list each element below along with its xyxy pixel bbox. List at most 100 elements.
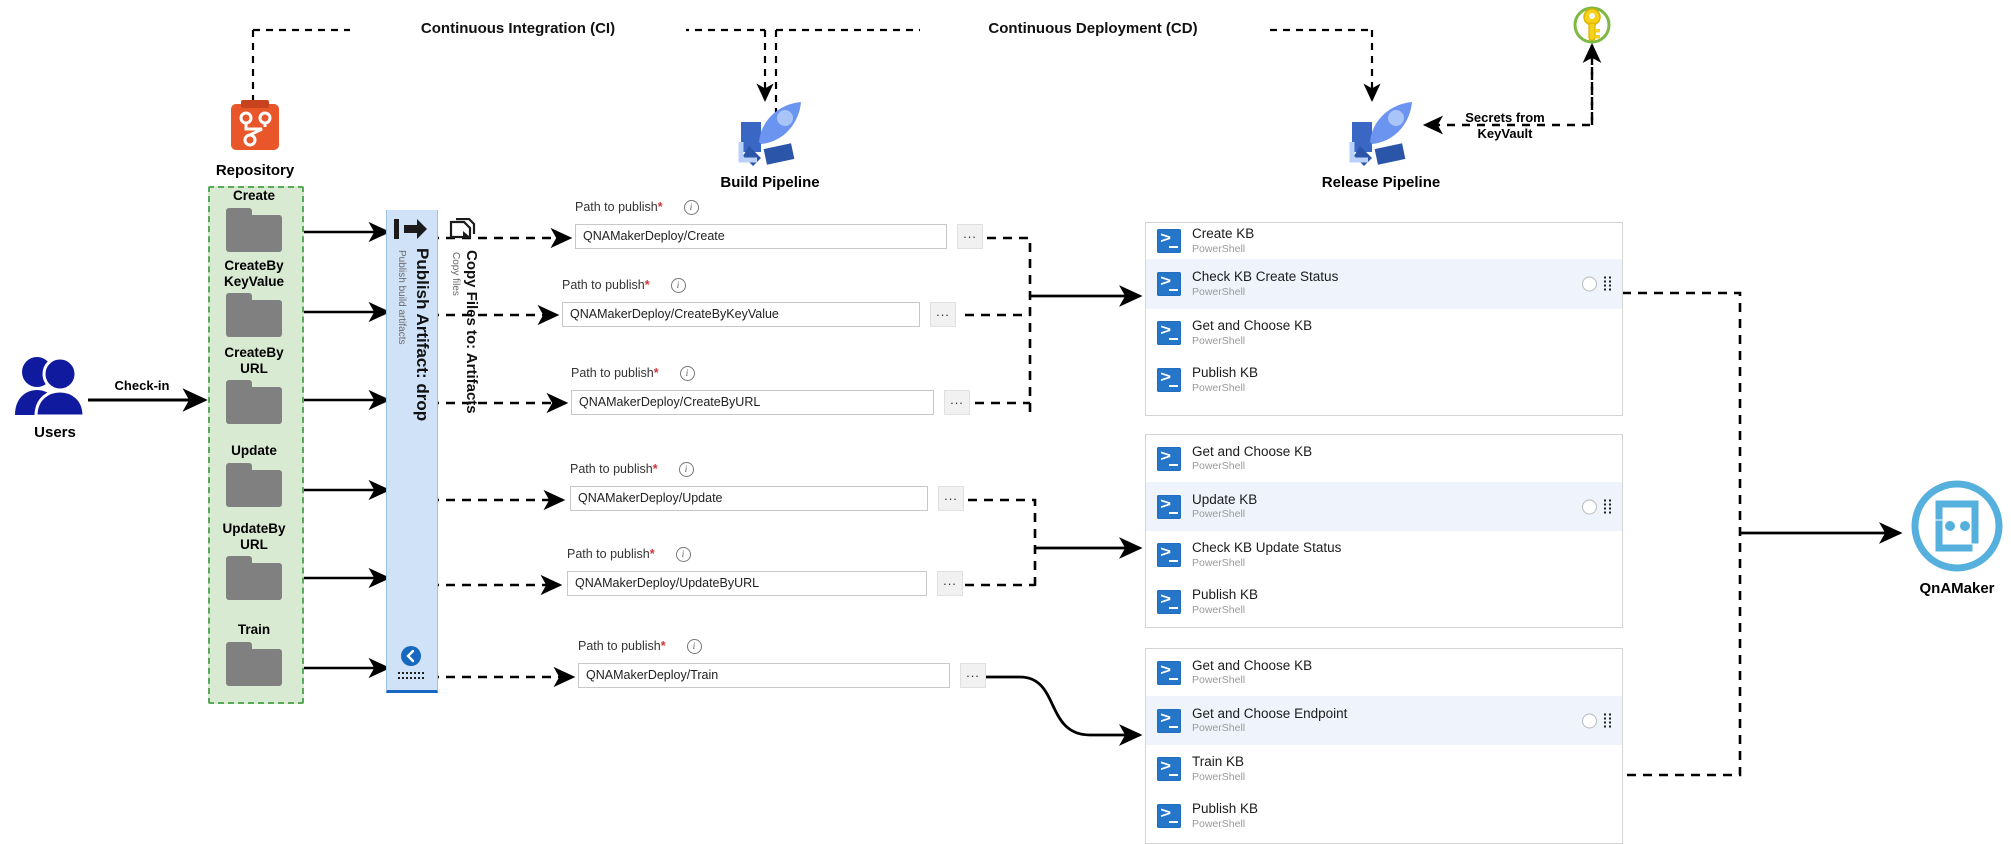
publish-artifact-title: Publish Artifact: drop (413, 248, 432, 422)
task-row[interactable]: Get and Choose KB PowerShell (1146, 649, 1622, 696)
task-drag-handle[interactable] (1604, 499, 1613, 514)
path-field-label: Path to publish* i (571, 366, 970, 382)
release-pipeline-node: Release Pipeline (1316, 96, 1446, 191)
browse-button[interactable]: ... (957, 224, 983, 250)
powershell-icon (1157, 804, 1181, 828)
phase-title-ci: Continuous Integration (CI) (350, 20, 686, 37)
browse-button[interactable]: ... (938, 486, 964, 512)
folder-icon (226, 556, 282, 601)
powershell-icon (1157, 757, 1181, 781)
task-title: Get and Choose KB (1192, 443, 1313, 459)
task-row[interactable]: Publish KB PowerShell (1146, 579, 1622, 625)
info-icon[interactable]: i (675, 547, 691, 563)
task-subtitle: PowerShell (1192, 556, 1246, 569)
task-subtitle: PowerShell (1192, 817, 1246, 830)
path-field-row: Path to publish* i QNAMakerDeploy/Create… (562, 278, 956, 328)
info-icon[interactable]: i (678, 462, 694, 478)
folder-item[interactable]: Update (208, 443, 300, 507)
publish-artifact-subtitle: Publish build artifacts (396, 250, 407, 345)
path-to-publish-input[interactable]: QNAMakerDeploy/CreateByURL (571, 390, 934, 416)
task-row[interactable]: Check KB Create Status PowerShell (1146, 259, 1622, 309)
release-pipeline-label: Release Pipeline (1321, 174, 1441, 191)
qnamaker-node: QnAMaker (1905, 478, 2009, 597)
key-icon (1573, 6, 1611, 44)
task-enabled-toggle[interactable] (1582, 499, 1597, 514)
browse-button[interactable]: ... (960, 663, 986, 689)
folder-label: Create (232, 188, 276, 203)
task-subtitle: PowerShell (1192, 770, 1246, 783)
repository-folder-group (208, 186, 304, 704)
task-row[interactable]: Check KB Update Status PowerShell (1146, 531, 1622, 579)
powershell-icon (1157, 543, 1181, 567)
task-title: Publish KB (1192, 587, 1259, 603)
release-task-group: Create KB PowerShell Check KB Create Sta… (1145, 222, 1623, 416)
browse-button[interactable]: ... (930, 302, 956, 328)
powershell-icon (1157, 590, 1181, 614)
task-drag-handle[interactable] (1604, 276, 1613, 292)
users-node: Users (5, 355, 105, 441)
path-field-row: Path to publish* i QNAMakerDeploy/Update… (570, 462, 964, 512)
powershell-icon (1157, 494, 1181, 519)
info-icon[interactable]: i (686, 639, 702, 655)
path-field-label: Path to publish* i (575, 200, 983, 216)
task-row[interactable]: Create KB PowerShell (1146, 223, 1622, 259)
path-to-publish-input[interactable]: QNAMakerDeploy/UpdateByURL (567, 571, 927, 597)
release-task-group: Get and Choose KB PowerShell Update KB P… (1145, 434, 1623, 628)
path-field-row: Path to publish* i QNAMakerDeploy/Update… (567, 547, 963, 597)
task-row[interactable]: Get and Choose KB PowerShell (1146, 309, 1622, 357)
copy-files-icon (449, 218, 476, 239)
path-to-publish-input[interactable]: QNAMakerDeploy/Create (575, 224, 947, 250)
folder-icon (226, 293, 282, 338)
task-drag-handle[interactable] (1604, 713, 1613, 728)
folder-item[interactable]: Create (208, 188, 300, 252)
info-icon[interactable]: i (679, 366, 695, 382)
path-field-label: Path to publish* i (570, 462, 964, 478)
task-row[interactable]: Get and Choose Endpoint PowerShell (1146, 696, 1622, 745)
copy-files-title: Copy Files to: Artifacts (463, 250, 480, 414)
path-to-publish-input[interactable]: QNAMakerDeploy/Train (578, 663, 950, 689)
path-field-label: Path to publish* i (567, 547, 963, 563)
info-icon[interactable]: i (683, 200, 699, 216)
task-enabled-toggle[interactable] (1582, 713, 1597, 728)
task-row[interactable]: Publish KB PowerShell (1146, 357, 1622, 403)
repository-node: Repository (215, 98, 295, 179)
task-row[interactable]: Train KB PowerShell (1146, 745, 1622, 793)
powershell-icon (1157, 708, 1181, 733)
folder-icon (226, 380, 282, 425)
task-title: Get and Choose KB (1192, 657, 1313, 673)
folder-item[interactable]: Train (208, 622, 300, 686)
browse-button[interactable]: ... (937, 571, 963, 597)
browse-button[interactable]: ... (944, 390, 970, 416)
publish-artifact-task[interactable] (386, 210, 438, 693)
path-field-row: Path to publish* i QNAMakerDeploy/Create… (575, 200, 983, 250)
folder-icon (226, 462, 282, 507)
path-to-publish-input[interactable]: QNAMakerDeploy/Update (570, 486, 928, 512)
task-enabled-toggle[interactable] (1582, 276, 1597, 292)
info-icon[interactable]: i (670, 278, 686, 294)
task-title: Get and Choose Endpoint (1192, 705, 1348, 721)
path-to-publish-input[interactable]: QNAMakerDeploy/CreateByKeyValue (562, 302, 920, 328)
task-row[interactable]: Publish KB PowerShell (1146, 793, 1622, 839)
checkin-label: Check-in (114, 378, 170, 393)
publish-artifact-drag-handle[interactable] (398, 672, 424, 680)
phase-title-cd: Continuous Deployment (CD) (920, 20, 1266, 37)
folder-label: Train (237, 622, 271, 637)
powershell-icon (1157, 229, 1181, 253)
task-subtitle: PowerShell (1192, 285, 1246, 298)
task-row[interactable]: Get and Choose KB PowerShell (1146, 435, 1622, 482)
powershell-icon (1157, 368, 1181, 392)
powershell-icon (1157, 446, 1181, 471)
task-row[interactable]: Update KB PowerShell (1146, 482, 1622, 531)
users-icon (15, 356, 86, 418)
collapse-chevron-icon[interactable] (400, 645, 422, 667)
powershell-icon (1157, 321, 1181, 345)
powershell-icon (1157, 272, 1181, 296)
task-subtitle: PowerShell (1192, 508, 1246, 521)
path-field-label: Path to publish* i (562, 278, 956, 294)
